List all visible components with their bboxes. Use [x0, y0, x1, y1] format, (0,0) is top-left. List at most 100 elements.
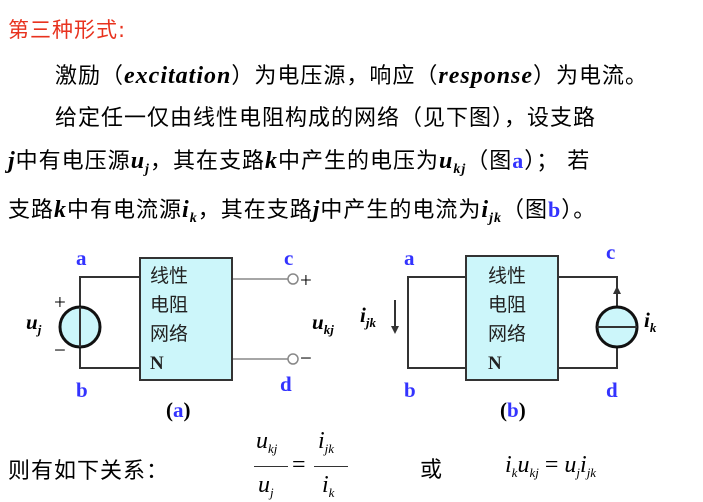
var: u: [564, 452, 577, 478]
node-d: d: [606, 378, 618, 402]
or-word: 或: [420, 458, 444, 483]
sub: kj: [268, 441, 278, 456]
text: 中有电压源: [15, 149, 131, 174]
network-box-b: [465, 255, 559, 381]
frac1-num: ukj: [256, 428, 277, 457]
text: 激励（: [55, 64, 125, 89]
term-response: response: [438, 63, 534, 89]
paragraph-line-1: 激励（excitation）为电压源，响应（response）为电流。: [55, 58, 648, 90]
box-line: 网络: [488, 323, 527, 345]
node-a: a: [404, 246, 415, 270]
sub: k: [328, 485, 335, 500]
text: 中有电流源: [67, 198, 183, 223]
box-line: 电阻: [488, 294, 527, 316]
var: u: [517, 452, 530, 478]
paragraph-line-2: 给定任一仅由线性电阻构成的网络（见下图），设支路: [55, 106, 597, 131]
reciprocity-equation: ikukj = ujijk: [505, 452, 596, 481]
source-arrow-icon: [613, 286, 621, 294]
node-d: d: [280, 372, 292, 396]
equals: =: [538, 452, 565, 478]
frac2-num: ijk: [318, 428, 334, 457]
text: （图: [501, 198, 548, 223]
text: ，其在支路: [149, 149, 265, 174]
network-label-a: 线性电阻网络 N: [150, 262, 242, 378]
sub: jk: [324, 441, 335, 456]
var: j: [312, 197, 321, 223]
text: ）。: [561, 198, 597, 223]
text: ，其在支路: [197, 198, 313, 223]
sub: jk: [586, 465, 597, 480]
label-ijk: ijk: [360, 303, 376, 331]
box-line: N: [150, 353, 164, 374]
var: i: [318, 428, 325, 454]
text: 支路: [8, 198, 55, 223]
sub: kj: [529, 465, 539, 480]
var: u: [312, 310, 324, 334]
box-line: 电阻: [150, 294, 189, 316]
box-line: 网络: [150, 323, 189, 345]
current-arrow-icon: [391, 326, 399, 334]
var: u: [26, 310, 38, 334]
var: i: [322, 472, 329, 498]
caption-b: (b): [500, 398, 526, 423]
paren: (: [500, 398, 507, 422]
var: i: [182, 197, 190, 223]
equals: =: [292, 452, 306, 478]
sub: kj: [323, 322, 334, 337]
caption-a: (a): [166, 398, 191, 423]
node-a: a: [76, 246, 87, 270]
relation-label: 则有如下关系：: [8, 459, 170, 484]
var: i: [360, 303, 366, 327]
paren: ): [183, 398, 191, 422]
sub: k: [649, 320, 657, 335]
terminal-c: [287, 273, 299, 285]
text: 中产生的电压为: [277, 149, 439, 174]
text: ）为电流。: [533, 64, 649, 89]
node-b: b: [404, 378, 416, 402]
paragraph-line-4: 支路k中有电流源ik，其在支路j中产生的电流为ijk（图b）。: [8, 192, 596, 227]
paren: (: [166, 398, 173, 422]
var: i: [644, 308, 650, 332]
var: u: [130, 148, 146, 174]
caption-letter: b: [507, 398, 519, 422]
sub: jk: [489, 211, 502, 226]
fig-ref: a: [512, 148, 525, 173]
sub: jk: [365, 315, 376, 330]
var: i: [580, 452, 587, 478]
var: j: [8, 148, 16, 174]
terminal-d: [287, 353, 299, 365]
var: k: [264, 148, 278, 174]
sub: kj: [453, 162, 467, 177]
fig-ref: b: [547, 197, 562, 222]
label-ik: ik: [644, 308, 656, 336]
text: ）为电压源，响应（: [231, 64, 439, 89]
frac2-den: ik: [322, 472, 334, 501]
sub: j: [37, 322, 42, 337]
fraction-bar: [314, 466, 348, 467]
var: u: [438, 148, 454, 174]
plus-sign: +: [300, 268, 312, 292]
var: i: [481, 197, 490, 223]
var-ik: ik: [182, 197, 198, 226]
text: ）； 若: [524, 149, 591, 174]
var-ukj: ukj: [438, 148, 467, 177]
sub: j: [576, 465, 581, 480]
sub: k: [511, 465, 518, 480]
label-ukj: ukj: [312, 310, 334, 338]
network-box-a: [139, 257, 233, 381]
var-ijk: ijk: [481, 197, 502, 226]
var: u: [258, 472, 270, 498]
caption-letter: a: [173, 398, 184, 422]
minus-sign: −: [54, 338, 66, 362]
box-line: 线性: [488, 265, 527, 287]
node-c: c: [284, 246, 294, 270]
term-excitation: excitation: [124, 63, 232, 89]
node-c: c: [606, 240, 616, 264]
node-b: b: [76, 378, 88, 402]
var: i: [505, 452, 512, 478]
sub: j: [145, 162, 150, 177]
paren: ): [518, 398, 526, 422]
box-line: 线性: [150, 265, 189, 287]
